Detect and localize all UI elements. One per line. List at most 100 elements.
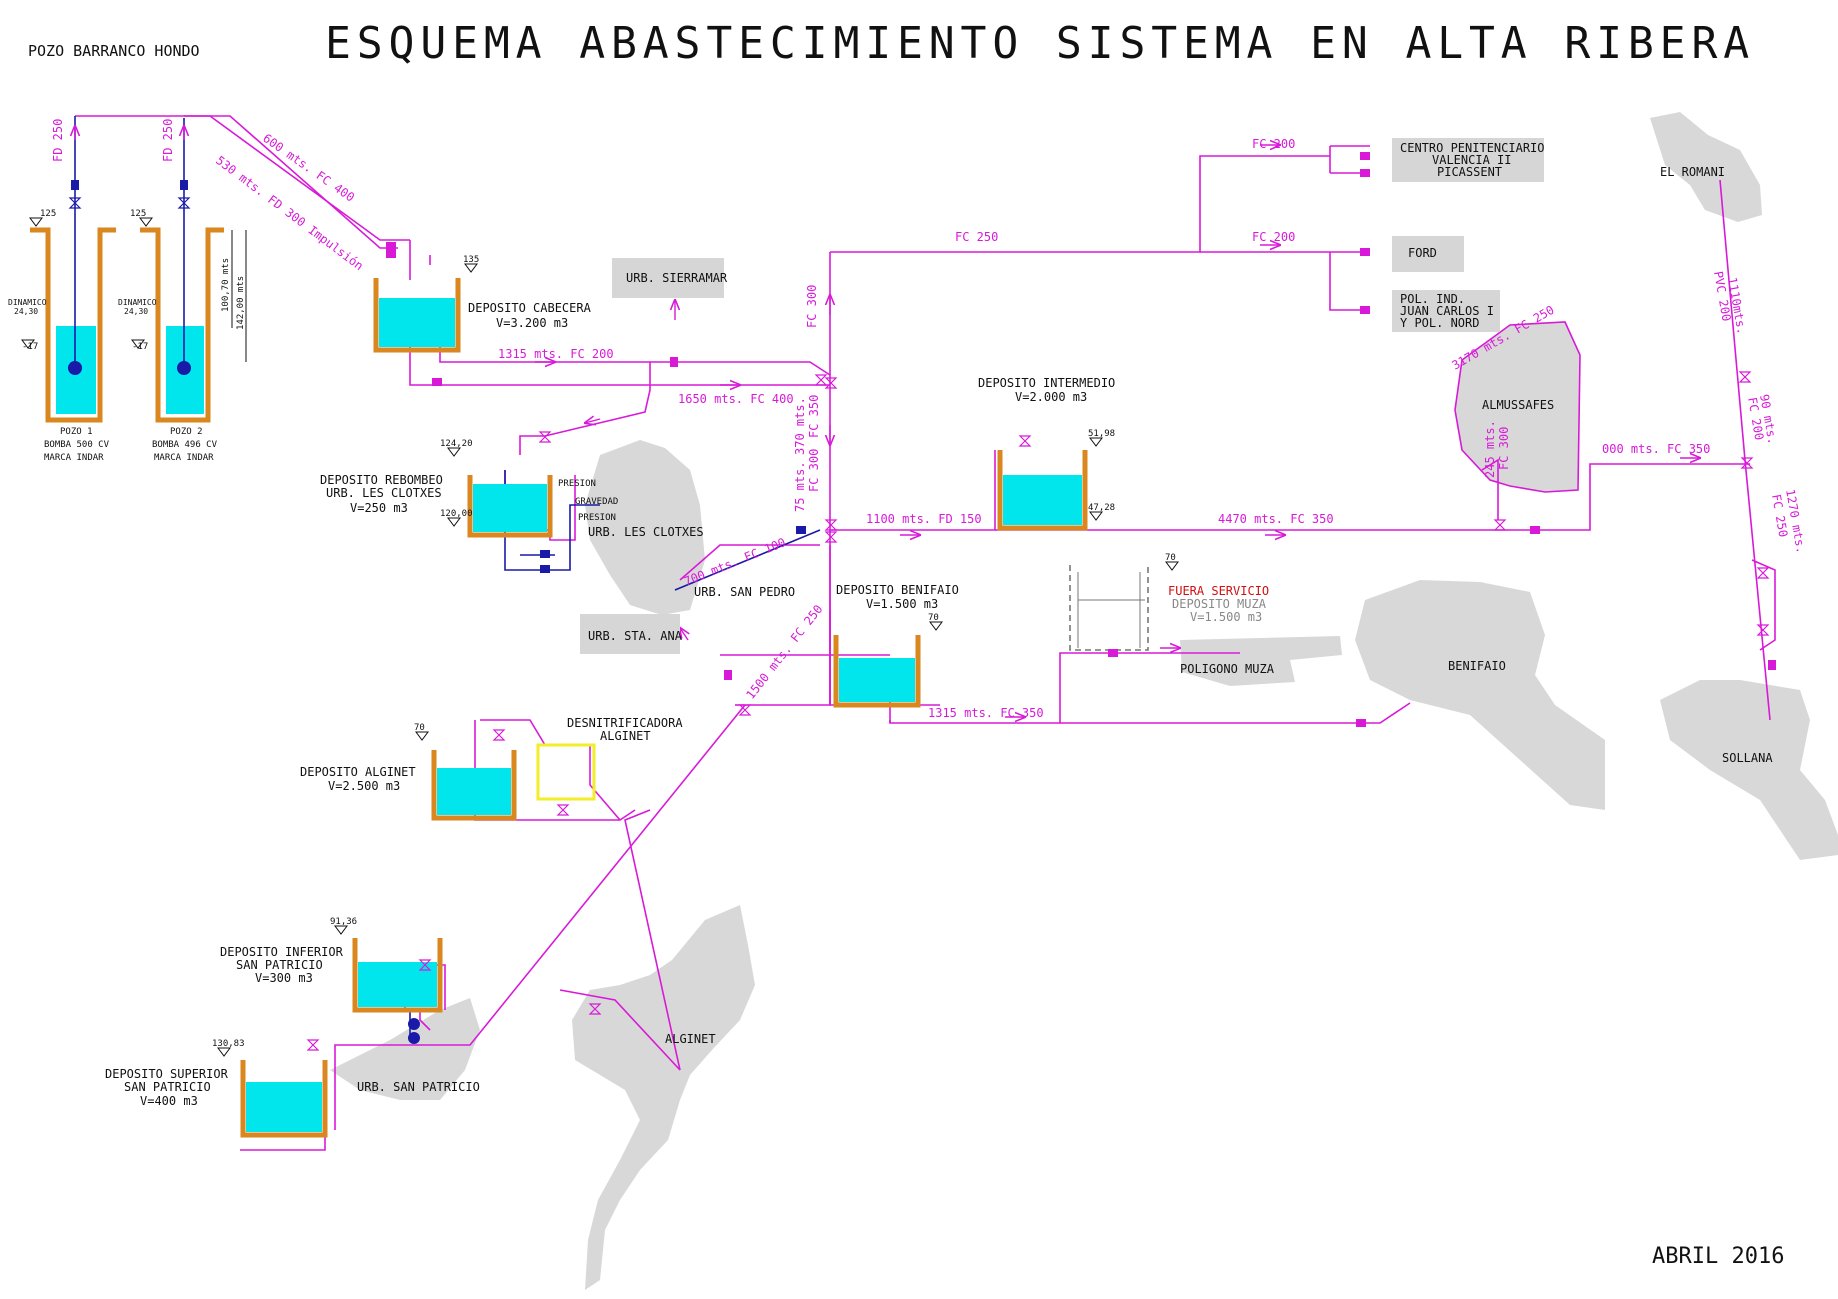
svg-text:MARCA INDAR: MARCA INDAR [44, 453, 104, 463]
svg-text:GRAVEDAD: GRAVEDAD [575, 497, 618, 507]
svg-text:URB. LES CLOTXES: URB. LES CLOTXES [326, 486, 442, 500]
svg-text:-17: -17 [132, 342, 148, 352]
label-box-pol-ind [1392, 290, 1500, 332]
svg-text:V=2.000 m3: V=2.000 m3 [1015, 390, 1087, 404]
svg-text:1315 mts. FC 200: 1315 mts. FC 200 [498, 347, 614, 361]
svg-text:V=400 m3: V=400 m3 [140, 1094, 198, 1108]
place-san-pedro: URB. SAN PEDRO [694, 585, 795, 599]
svg-text:DEPOSITO MUZA: DEPOSITO MUZA [1172, 597, 1267, 611]
well-pozo-1-name: POZO 1 [60, 427, 93, 437]
tank-muza-status: FUERA SERVICIO [1168, 584, 1269, 598]
tank-intermedio: 51,98 47,28 DEPOSITO INTERMEDIO V=2.000 … [978, 376, 1115, 531]
svg-text:BOMBA 500 CV: BOMBA 500 CV [44, 440, 110, 450]
tank-rebombeo-name: DEPOSITO REBOMBEO [320, 473, 443, 487]
svg-text:FD 250: FD 250 [51, 119, 65, 162]
town-area-alginet [572, 905, 755, 1290]
tank-cabecera: 135 DEPOSITO CABECERA V=3.200 m3 [373, 255, 592, 353]
svg-text:V=1.500 m3: V=1.500 m3 [1190, 610, 1262, 624]
label-box-penitenciario [1392, 138, 1544, 182]
svg-text:4470 mts. FC 350: 4470 mts. FC 350 [1218, 512, 1334, 526]
svg-text:MARCA INDAR: MARCA INDAR [154, 453, 214, 463]
svg-text:1650 mts. FC 400: 1650 mts. FC 400 [678, 392, 794, 406]
place-pol-ind-1: POL. IND. [1400, 292, 1465, 306]
tank-alginet-name: DEPOSITO ALGINET [300, 765, 416, 779]
svg-text:PRESION: PRESION [558, 479, 596, 489]
desnitrificadora-alginet: DESNITRIFICADORA ALGINET [536, 716, 683, 801]
well-pozo-2-name: POZO 2 [170, 427, 203, 437]
svg-text:DINAMICO: DINAMICO [8, 298, 47, 307]
svg-text:70: 70 [1165, 553, 1176, 563]
tank-benifaio: 70 DEPOSITO BENIFAIO V=1.500 m3 [833, 583, 959, 708]
place-benifaio: BENIFAIO [1448, 659, 1506, 673]
pump-icon [408, 1032, 420, 1044]
svg-text:DINAMICO: DINAMICO [118, 298, 157, 307]
svg-text:91,36: 91,36 [330, 917, 357, 927]
svg-text:51,98: 51,98 [1088, 429, 1115, 439]
label-box-ford [1392, 236, 1464, 272]
svg-text:V=3.200 m3: V=3.200 m3 [496, 316, 568, 330]
tank-superior-san-patricio: 130,83 DEPOSITO SUPERIOR SAN PATRICIO V=… [105, 1039, 328, 1138]
svg-text:125: 125 [130, 209, 146, 219]
svg-text:DESNITRIFICADORA: DESNITRIFICADORA [567, 716, 683, 730]
place-sierramar: URB. SIERRAMAR [626, 271, 728, 285]
tank-intermedio-name: DEPOSITO INTERMEDIO [978, 376, 1115, 390]
svg-text:1500 mts. FC 250: 1500 mts. FC 250 [743, 602, 825, 702]
svg-text:47,28: 47,28 [1088, 503, 1115, 513]
tank-rebombeo: 124,20 120,00 DEPOSITO REBOMBEO URB. LES… [320, 439, 618, 538]
place-poligono-muza: POLIGONO MUZA [1180, 662, 1275, 676]
place-penitenciario-1: CENTRO PENITENCIARIO [1400, 141, 1545, 155]
svg-text:V=250 m3: V=250 m3 [350, 501, 408, 515]
place-pol-ind-3: Y POL. NORD [1400, 316, 1479, 330]
svg-text:142,00 mts: 142,00 mts [236, 276, 246, 330]
svg-text:1315 mts. FC 350: 1315 mts. FC 350 [928, 706, 1044, 720]
town-area-sollana [1660, 680, 1838, 860]
svg-text:SAN PATRICIO: SAN PATRICIO [124, 1080, 211, 1094]
town-area-benifaio [1355, 580, 1605, 810]
place-penitenciario-3: PICASSENT [1437, 165, 1502, 179]
svg-text:FC 200: FC 200 [1252, 137, 1295, 151]
svg-text:370 mts.: 370 mts. [793, 397, 807, 455]
date-label: ABRIL 2016 [1652, 1244, 1784, 1269]
pump-icon [68, 361, 82, 375]
place-el-romani: EL ROMANI [1660, 165, 1725, 179]
place-sta-ana: URB. STA. ANA [588, 629, 683, 643]
valves [306, 371, 1770, 1051]
place-clotxes: URB. LES CLOTXES [588, 525, 704, 539]
svg-text:FD 250: FD 250 [161, 119, 175, 162]
tank-cabecera-name: DEPOSITO CABECERA [468, 301, 592, 315]
svg-text:75 mts.: 75 mts. [793, 461, 807, 512]
svg-text:ALGINET: ALGINET [600, 729, 651, 743]
svg-text:24,30: 24,30 [124, 307, 148, 316]
svg-text:FC 200: FC 200 [1252, 230, 1295, 244]
svg-text:FC 300: FC 300 [1497, 427, 1511, 470]
svg-text:130,83: 130,83 [212, 1039, 245, 1049]
place-alginet: ALGINET [665, 1032, 716, 1046]
svg-text:24,30: 24,30 [14, 307, 38, 316]
svg-text:SAN PATRICIO: SAN PATRICIO [236, 958, 323, 972]
svg-text:70: 70 [414, 723, 425, 733]
place-sollana: SOLLANA [1722, 751, 1773, 765]
label-box-sta-ana [580, 614, 680, 654]
svg-text:PRESION: PRESION [578, 513, 616, 523]
pump-icon [408, 1018, 420, 1030]
tank-alginet: 70 DEPOSITO ALGINET V=2.500 m3 [300, 723, 517, 821]
place-san-patricio: URB. SAN PATRICIO [357, 1080, 480, 1094]
svg-text:V=2.500 m3: V=2.500 m3 [328, 779, 400, 793]
place-ford: FORD [1408, 246, 1437, 260]
svg-text:100,70 mts: 100,70 mts [221, 258, 231, 312]
place-labels: URB. SIERRAMAR URB. LES CLOTXES URB. SAN… [357, 138, 1773, 1094]
place-almussafes: ALMUSSAFES [1482, 398, 1554, 412]
svg-text:70: 70 [928, 613, 939, 623]
page-title: ESQUEMA ABASTECIMIENTO SISTEMA EN ALTA R… [325, 18, 1755, 69]
svg-text:FC 300: FC 300 [807, 449, 821, 492]
svg-text:1100 mts. FD 150: 1100 mts. FD 150 [866, 512, 982, 526]
label-box-sierramar [612, 258, 724, 298]
flow-arrows [75, 126, 1700, 717]
svg-text:V=300 m3: V=300 m3 [255, 971, 313, 985]
svg-text:-17: -17 [22, 342, 38, 352]
source-label: POZO BARRANCO HONDO [28, 42, 200, 60]
svg-text:120,00: 120,00 [440, 509, 473, 519]
town-area-el-romani [1650, 112, 1762, 222]
meters-blue [540, 526, 806, 573]
